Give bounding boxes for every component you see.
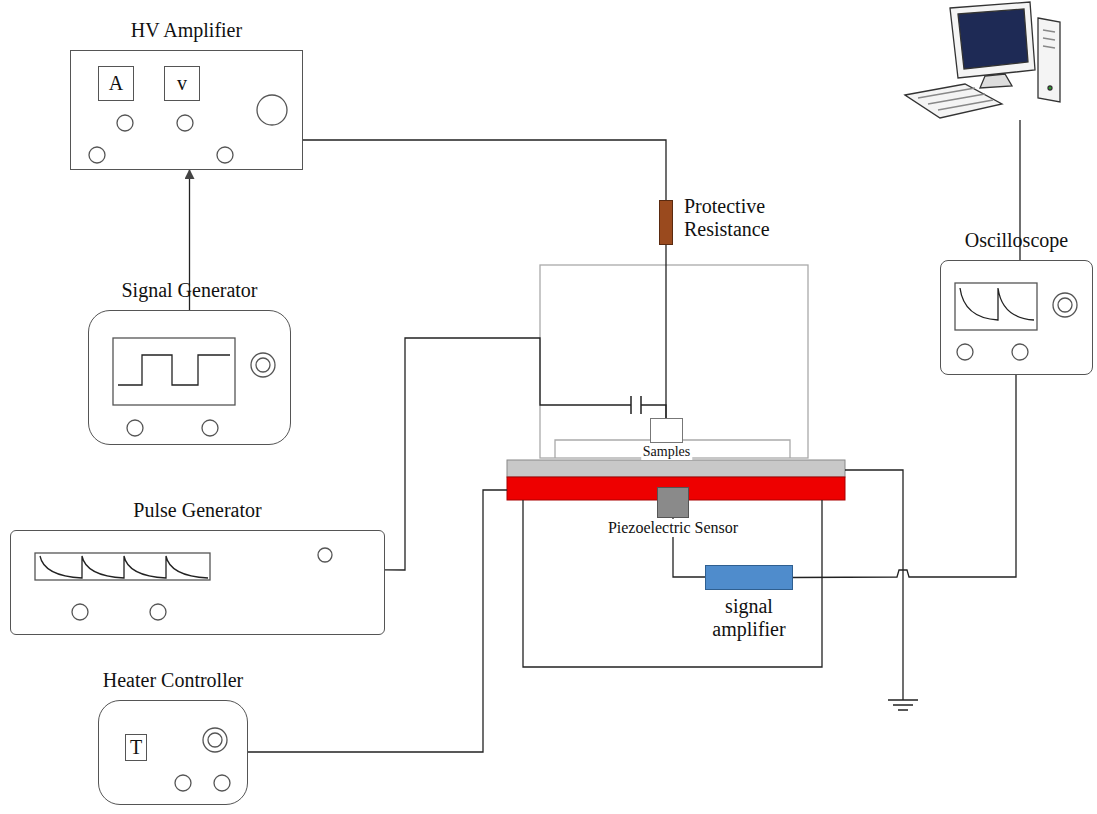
- resistor-symbol: Protective Resistance: [659, 200, 673, 245]
- instrument-box: Pulse Generator: [10, 530, 385, 635]
- heading-label: Oscilloscope: [965, 229, 1068, 252]
- instrument-box: Oscilloscope: [940, 260, 1093, 375]
- meter-letter: A: [109, 72, 123, 95]
- part-label: Samples: [641, 444, 692, 460]
- amplifier-box: signal amplifier: [705, 565, 793, 590]
- heading-label: Heater Controller: [103, 669, 244, 692]
- wire-connector: [665, 245, 666, 418]
- part-label: signal amplifier: [697, 595, 801, 641]
- instrument-box: Heater ControllerT: [98, 700, 248, 805]
- instrument-box: Signal Generator: [88, 310, 291, 445]
- heading-label: Pulse Generator: [133, 499, 261, 522]
- instrument-box: HV AmplifierAv: [70, 50, 303, 170]
- heading-label: Signal Generator: [121, 279, 257, 302]
- piezo-sensor: Piezoelectric Sensor: [657, 487, 689, 518]
- sample-holder: Samples: [650, 418, 683, 443]
- wire-connector: [793, 375, 1016, 578]
- meter-display: T: [125, 734, 147, 761]
- meter-letter: T: [130, 736, 142, 759]
- meter-display: v: [164, 66, 200, 101]
- part-label: Piezoelectric Sensor: [606, 519, 740, 537]
- part-label: Protective Resistance: [684, 195, 802, 241]
- meter-letter: v: [177, 72, 187, 95]
- wire-connector: [303, 140, 666, 200]
- heading-label: HV Amplifier: [131, 19, 242, 42]
- meter-display: A: [98, 66, 134, 101]
